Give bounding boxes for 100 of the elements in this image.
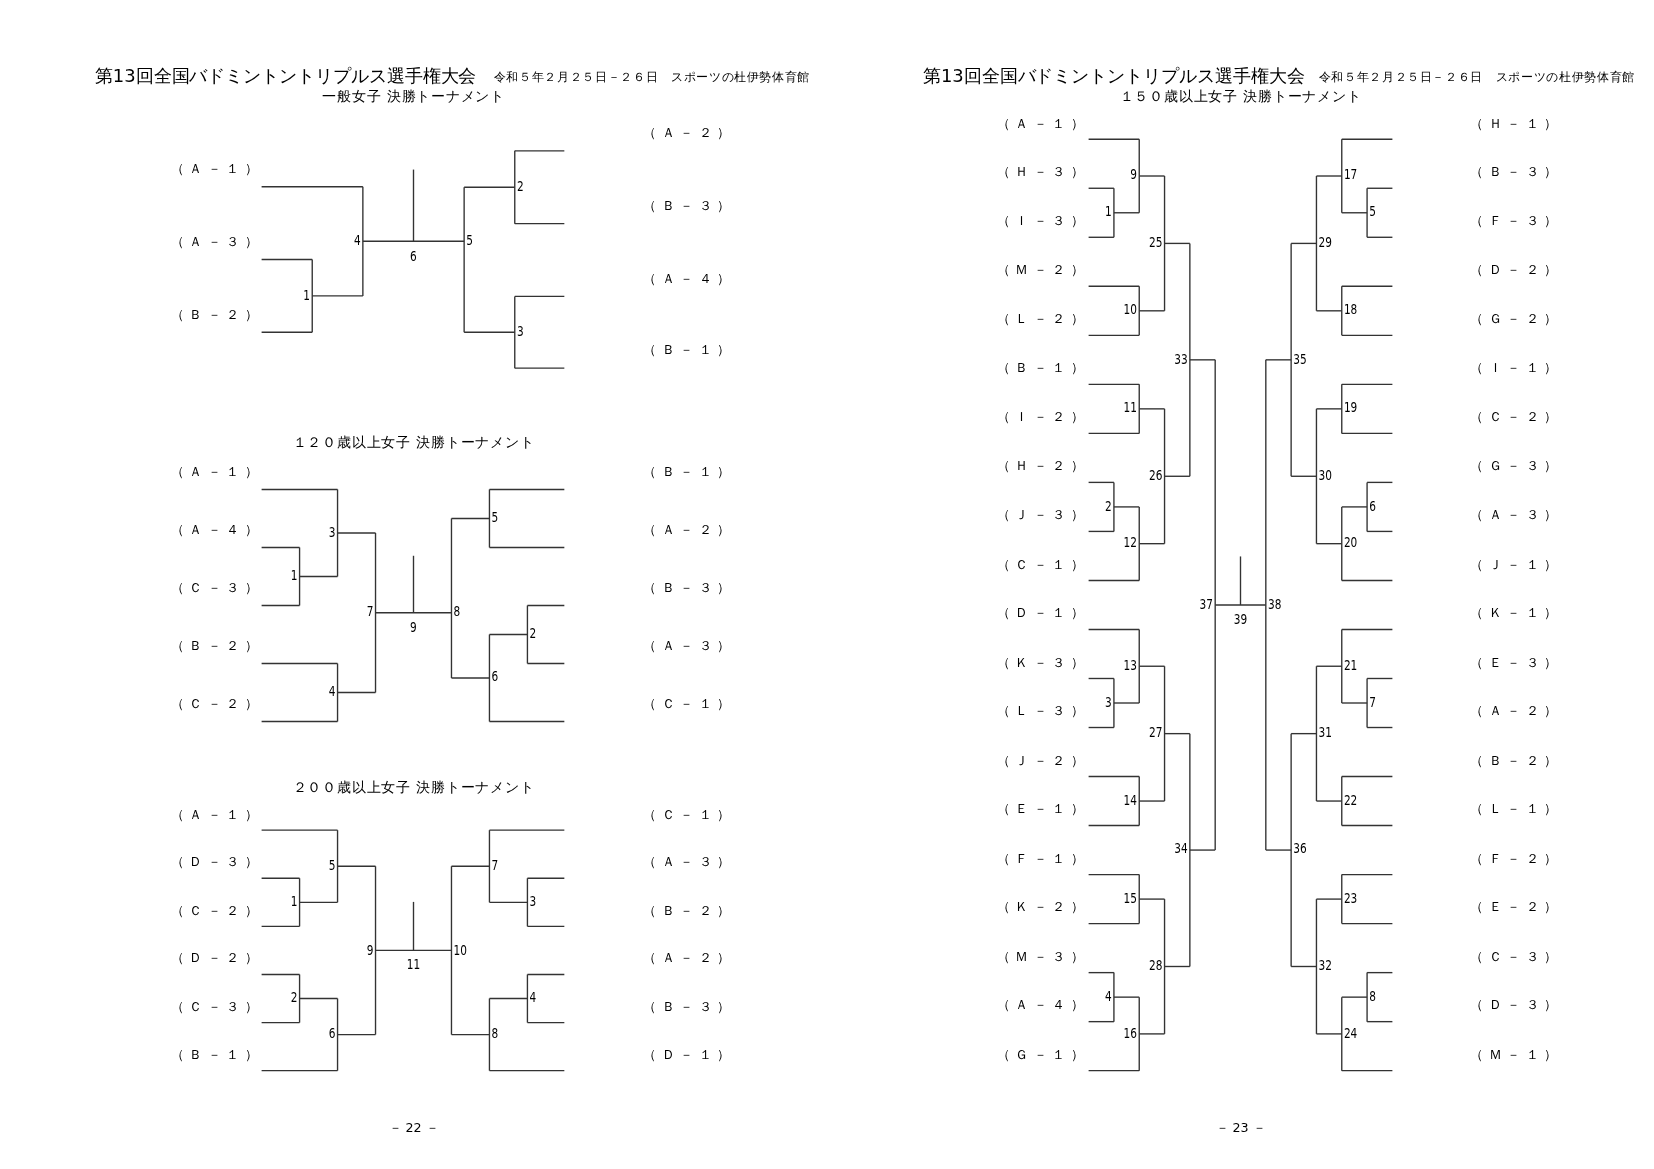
team-label: （Ｆ－２） bbox=[1470, 851, 1563, 866]
match-number: 11 bbox=[406, 958, 421, 973]
match-number: 1 bbox=[290, 569, 298, 583]
team-label: （Ｂ－３） bbox=[643, 999, 736, 1014]
team-label: （Ａ－４） bbox=[996, 998, 1090, 1013]
team-label: （Ｂ－３） bbox=[643, 580, 736, 594]
team-label: （Ｅ－２） bbox=[1470, 900, 1563, 915]
match-number: 3 bbox=[516, 325, 524, 339]
match-number: 23 bbox=[1343, 892, 1358, 906]
match-number: 5 bbox=[1369, 205, 1376, 220]
match-number: 28 bbox=[1148, 959, 1163, 973]
match-number: 10 bbox=[1123, 303, 1138, 318]
team-label: （Ｂ－１） bbox=[643, 464, 736, 478]
team-label: （Ａ－２） bbox=[643, 126, 736, 140]
subtitle: １２０歳以上女子 決勝トーナメント bbox=[292, 435, 535, 449]
match-number: 35 bbox=[1293, 353, 1307, 367]
match-number: 1 bbox=[290, 895, 298, 909]
match-number: 1 bbox=[1105, 205, 1112, 220]
match-number: 14 bbox=[1123, 794, 1138, 808]
match-number: 9 bbox=[366, 943, 374, 957]
team-label: （Ａ－１） bbox=[996, 116, 1090, 130]
subtitle: ２００歳以上女子 決勝トーナメント bbox=[292, 780, 535, 794]
match-number: 11 bbox=[1123, 402, 1138, 416]
team-label: （Ｉ－３） bbox=[996, 214, 1090, 228]
match-number: 5 bbox=[491, 511, 499, 525]
team-label: （Ａ－４） bbox=[643, 271, 736, 285]
team-label: （Ｃ－１） bbox=[643, 807, 736, 821]
match-number: 30 bbox=[1318, 469, 1332, 483]
team-label: （Ｍ－３） bbox=[996, 949, 1090, 964]
team-label: （Ｂ－１） bbox=[170, 1048, 264, 1062]
team-label: （Ｇ－３） bbox=[1470, 459, 1563, 473]
team-label: （Ｌ－１） bbox=[1470, 802, 1563, 817]
team-label: （Ｊ－３） bbox=[996, 508, 1090, 522]
match-number: 24 bbox=[1343, 1027, 1358, 1041]
team-label: （Ｊ－２） bbox=[996, 753, 1090, 768]
match-number: 27 bbox=[1148, 726, 1163, 740]
match-number: 8 bbox=[491, 1027, 499, 1041]
team-label: （Ｂ－１） bbox=[996, 361, 1090, 375]
match-number: 25 bbox=[1148, 236, 1163, 250]
team-label: （Ｋ－２） bbox=[996, 900, 1090, 915]
team-label: （Ａ－１） bbox=[170, 807, 264, 821]
team-label: （Ａ－３） bbox=[643, 638, 736, 652]
title: 第13回全国バドミントントリプルス選手権大会 bbox=[923, 67, 1305, 85]
team-label: （Ｄ－３） bbox=[1470, 998, 1563, 1013]
subtitle: １５０歳以上女子 決勝トーナメント bbox=[1119, 89, 1362, 103]
match-number: 19 bbox=[1343, 402, 1358, 416]
team-label: （Ｌ－３） bbox=[996, 704, 1090, 718]
page-number: － 22 － bbox=[388, 1121, 439, 1134]
team-label: （Ｈ－１） bbox=[1470, 116, 1563, 130]
match-number: 7 bbox=[491, 859, 499, 873]
match-number: 26 bbox=[1148, 469, 1163, 483]
team-label: （Ｆ－３） bbox=[1470, 214, 1563, 228]
team-label: （Ｆ－１） bbox=[996, 851, 1090, 866]
team-label: （Ｅ－３） bbox=[1470, 655, 1563, 669]
team-label: （Ａ－２） bbox=[1470, 704, 1563, 718]
team-label: （Ａ－３） bbox=[170, 234, 264, 248]
match-number: 5 bbox=[466, 234, 473, 248]
match-number: 7 bbox=[1369, 696, 1376, 710]
team-label: （Ｉ－２） bbox=[996, 410, 1090, 424]
match-number: 38 bbox=[1267, 598, 1282, 612]
team-label: （Ａ－３） bbox=[643, 855, 736, 869]
team-label: （Ｈ－２） bbox=[996, 459, 1090, 473]
match-number: 4 bbox=[354, 234, 361, 248]
match-number: 32 bbox=[1318, 959, 1332, 973]
team-label: （Ｍ－２） bbox=[996, 263, 1090, 277]
match-number: 6 bbox=[1369, 500, 1376, 514]
team-label: （Ｂ－２） bbox=[170, 307, 264, 321]
match-number: 36 bbox=[1293, 843, 1307, 857]
match-number: 3 bbox=[529, 895, 537, 909]
match-number: 21 bbox=[1343, 659, 1358, 673]
team-label: （Ｃ－２） bbox=[1470, 410, 1563, 424]
title: 第13回全国バドミントントリプルス選手権大会 bbox=[94, 67, 477, 85]
match-number: 9 bbox=[410, 621, 417, 635]
match-number: 2 bbox=[1105, 500, 1112, 514]
team-label: （Ｃ－２） bbox=[170, 903, 264, 917]
team-label: （Ｂ－２） bbox=[643, 903, 736, 917]
team-label: （Ｊ－１） bbox=[1470, 557, 1563, 571]
match-number: 16 bbox=[1123, 1027, 1138, 1041]
team-label: （Ｈ－３） bbox=[996, 165, 1090, 179]
match-number: 37 bbox=[1199, 598, 1213, 612]
team-label: （Ｂ－３） bbox=[1470, 165, 1563, 179]
match-number: 8 bbox=[453, 605, 461, 620]
match-number: 20 bbox=[1343, 536, 1358, 550]
match-number: 9 bbox=[1130, 169, 1138, 183]
match-number: 15 bbox=[1123, 892, 1138, 906]
match-number: 2 bbox=[290, 991, 298, 1005]
team-label: （Ｋ－１） bbox=[1470, 606, 1563, 620]
page-number: － 23 － bbox=[1215, 1121, 1266, 1134]
team-label: （Ｇ－２） bbox=[1470, 312, 1563, 326]
match-number: 3 bbox=[328, 526, 336, 540]
match-number: 29 bbox=[1318, 236, 1332, 250]
match-number: 3 bbox=[1105, 696, 1112, 710]
team-label: （Ｄ－２） bbox=[170, 951, 264, 965]
match-number: 13 bbox=[1123, 659, 1138, 673]
date-venue-text: 令和５年２月２５日－２６日 スポーツの杜伊勢体育館 bbox=[1318, 71, 1635, 84]
team-label: （Ａ－４） bbox=[170, 522, 264, 536]
match-number: 31 bbox=[1318, 726, 1332, 740]
match-number: 7 bbox=[366, 605, 374, 620]
team-label: （Ｃ－３） bbox=[1470, 949, 1563, 964]
team-label: （Ｂ－２） bbox=[1470, 753, 1563, 768]
